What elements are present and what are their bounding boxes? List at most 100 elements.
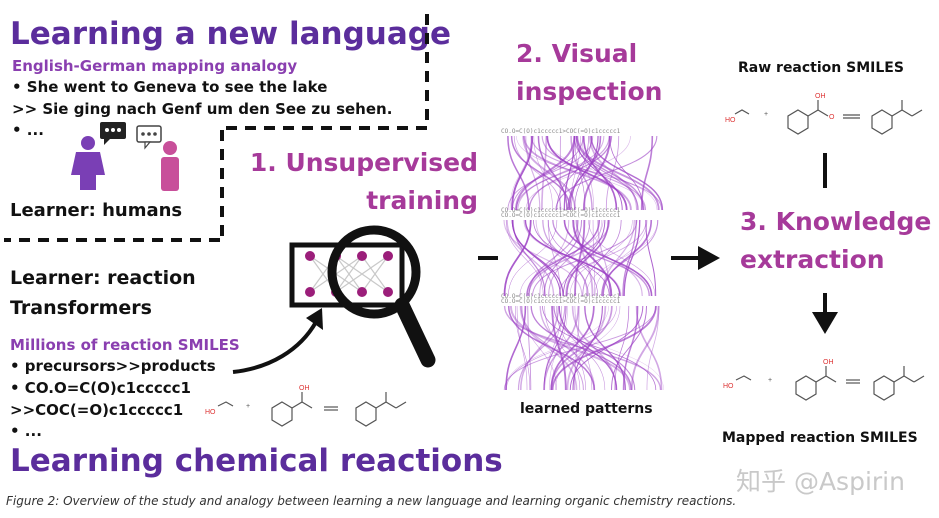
neural-network-magnifier-icon	[289, 225, 436, 368]
attention-curve	[505, 219, 544, 297]
attention-curve	[552, 219, 650, 297]
title-learning-chemistry: Learning chemical reactions	[10, 443, 503, 479]
attention-curve	[506, 305, 618, 391]
attention-curve	[509, 305, 631, 391]
attention-curve	[622, 219, 637, 297]
attention-curve	[503, 219, 532, 297]
attention-curve	[515, 305, 531, 391]
attention-curve	[573, 135, 639, 211]
arrow-down-head	[812, 312, 838, 334]
arrow-to-extraction-head	[698, 246, 720, 270]
attention-curve	[550, 305, 595, 391]
attention-curve	[563, 135, 575, 211]
attention-curve	[547, 219, 598, 297]
attention-panel-3	[503, 305, 664, 391]
attention-curve	[516, 305, 528, 391]
attention-curve	[645, 219, 657, 297]
attention-curve	[542, 305, 657, 391]
attention-curve	[519, 305, 578, 391]
attention-curve	[520, 305, 560, 391]
attention-curve	[525, 135, 631, 211]
person-purple-icon	[71, 136, 105, 190]
attention-curve	[582, 135, 618, 211]
attention-curve	[503, 305, 657, 391]
speech-bubble-dark-icon	[100, 122, 126, 145]
attention-curve	[553, 305, 636, 391]
attention-curve	[523, 135, 632, 211]
svg-text:OH: OH	[815, 93, 826, 100]
attention-curve	[507, 305, 595, 391]
svg-text:+: +	[768, 377, 772, 384]
step1-unsupervised-training: 1. Unsupervised training	[249, 148, 478, 215]
svg-text:HO: HO	[725, 117, 736, 124]
attention-curve	[592, 219, 596, 297]
attention-curve	[527, 305, 532, 391]
attention-curve	[517, 305, 566, 391]
attention-curve	[550, 305, 664, 391]
attention-curve	[543, 305, 563, 391]
figure-caption: Figure 2: Overview of the study and anal…	[6, 494, 737, 508]
watermark: 知乎 @Aspirin	[736, 467, 905, 496]
speech-bubble-light-icon	[136, 125, 162, 150]
learner-transformers: Learner: reaction Transformers	[10, 267, 196, 319]
curved-arrow	[232, 321, 318, 374]
german-sentence: >> Sie ging nach Genf um den See zu sehe…	[12, 100, 393, 118]
attention-curve	[527, 219, 611, 297]
smiles-line-1: • precursors>>products	[10, 357, 216, 375]
svg-text:CO.O=C(O)c1ccccc1>COC(=O)c1ccc: CO.O=C(O)c1ccccc1>COC(=O)c1ccccc1	[501, 128, 621, 135]
attention-curve	[594, 219, 648, 297]
attention-curve	[517, 135, 605, 211]
attention-curve	[507, 135, 530, 211]
attention-curve	[546, 135, 628, 211]
example-reaction-scheme: HO + OH	[205, 385, 407, 427]
attention-curve	[602, 219, 653, 297]
svg-text:CO.O=C(O)c1ccccc1>COC(=O)c1ccc: CO.O=C(O)c1ccccc1>COC(=O)c1ccccc1	[501, 207, 621, 214]
mapped-reaction-smiles-label: Mapped reaction SMILES	[722, 430, 918, 446]
svg-text:CO.O=C(O)c1ccccc1>COC(=O)c1ccc: CO.O=C(O)c1ccccc1>COC(=O)c1ccccc1	[501, 212, 621, 219]
attention-curve	[565, 219, 610, 297]
attention-curve	[630, 305, 660, 391]
attention-curve	[537, 135, 568, 211]
attention-curve	[558, 305, 618, 391]
person-pink-icon	[161, 141, 179, 191]
attention-curve	[526, 219, 601, 297]
attention-curve	[576, 135, 660, 211]
attention-curve	[574, 135, 598, 211]
raw-reaction-scheme: HO + OH O	[725, 93, 923, 135]
attention-curve	[503, 219, 583, 297]
attention-curve	[516, 135, 646, 211]
attention-curve	[572, 219, 613, 297]
attention-curve	[515, 135, 576, 211]
svg-text:OH: OH	[823, 359, 834, 366]
svg-text:+: +	[246, 403, 250, 410]
attention-curve	[588, 219, 656, 297]
attention-curve	[528, 219, 579, 297]
attention-curve	[601, 219, 635, 297]
attention-curve	[508, 219, 558, 297]
attention-curve	[507, 135, 594, 211]
attention-curve	[556, 305, 586, 391]
attention-curve	[510, 135, 571, 211]
attention-patterns: CO.O=C(O)c1ccccc1>COC(=O)c1ccccc1 CO.O=C…	[501, 128, 664, 391]
attention-curve	[623, 219, 641, 297]
attention-curve	[611, 305, 647, 391]
attention-curve	[582, 135, 611, 211]
attention-curve	[567, 135, 602, 211]
attention-curve	[506, 219, 555, 297]
attention-curve	[576, 219, 594, 297]
attention-curve	[558, 219, 647, 297]
attention-curve	[582, 219, 622, 297]
attention-curve	[574, 305, 580, 391]
attention-panel-1	[507, 135, 664, 211]
attention-curve	[543, 305, 567, 391]
title-learning-language: Learning a new language	[10, 16, 451, 52]
attention-curve	[505, 305, 527, 391]
attention-curve	[539, 305, 596, 391]
attention-curve	[570, 135, 593, 211]
attention-curve	[640, 135, 654, 211]
attention-curve	[590, 135, 664, 211]
attention-curve	[575, 219, 643, 297]
smiles-line-3: >>COC(=O)c1ccccc1	[10, 401, 184, 419]
attention-curve	[605, 135, 620, 211]
